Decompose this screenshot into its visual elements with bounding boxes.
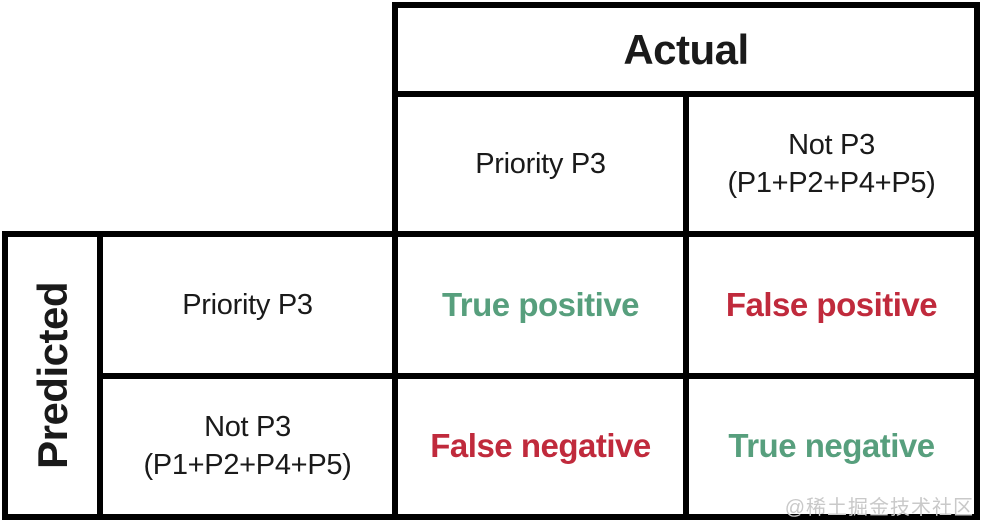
column-header-not-p3: Not P3 (P1+P2+P4+P5) xyxy=(689,97,974,231)
false-negative-label: False negative xyxy=(430,427,651,465)
actual-group-label: Actual xyxy=(623,25,749,73)
row-header-not-p3: Not P3 (P1+P2+P4+P5) xyxy=(103,378,392,514)
cell-false-negative: False negative xyxy=(398,378,683,514)
predicted-group-header: Predicted xyxy=(8,237,97,514)
false-positive-label: False positive xyxy=(725,285,938,323)
column-header-priority-p3: Priority P3 xyxy=(398,97,683,231)
row-header-label: Not P3 xyxy=(204,410,291,443)
row-header-label: Priority P3 xyxy=(182,288,313,321)
predicted-row-group: Predicted Priority P3 True positive Fals… xyxy=(2,231,980,520)
column-header-label: Not P3 xyxy=(788,128,875,161)
column-header-label: Priority P3 xyxy=(475,147,606,180)
column-header-sublabel: (P1+P2+P4+P5) xyxy=(727,167,936,199)
cell-true-negative: True negative xyxy=(689,378,974,514)
cell-true-positive: True positive xyxy=(398,237,683,373)
cell-false-positive: False positive xyxy=(689,237,974,373)
actual-column-group: Actual Priority P3 Not P3 (P1+P2+P4+P5) xyxy=(392,2,980,237)
true-positive-label: True positive xyxy=(441,285,640,323)
row-header-sublabel: (P1+P2+P4+P5) xyxy=(143,449,352,482)
actual-group-header: Actual xyxy=(398,8,974,91)
row-header-priority-p3: Priority P3 xyxy=(103,237,392,373)
true-negative-label: True negative xyxy=(728,427,935,465)
predicted-group-label: Predicted xyxy=(28,282,76,469)
